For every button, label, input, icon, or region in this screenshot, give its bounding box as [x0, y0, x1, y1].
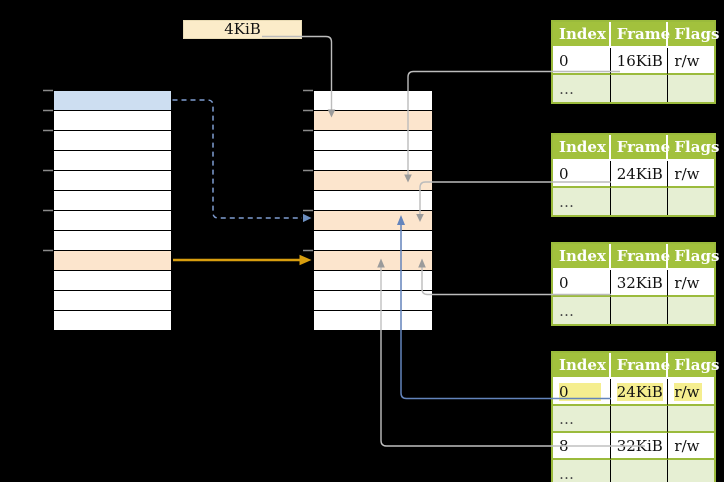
virtual-memory-stack-cell-3 — [53, 150, 172, 171]
table-cell — [610, 297, 669, 324]
virtual-memory-stack — [53, 90, 172, 331]
arrowhead-right-icon — [299, 254, 312, 266]
table-cell: … — [553, 460, 611, 482]
physical-memory-stack-cell-4 — [313, 170, 433, 191]
physical-memory-stack-cell-7 — [313, 230, 433, 251]
table-cell: 0 — [553, 161, 611, 188]
table-cell — [610, 188, 669, 215]
column-header-index: Index — [553, 22, 611, 48]
table-cell: 16KiB — [610, 48, 669, 75]
table-row: … — [553, 460, 714, 482]
table-cell: … — [553, 406, 611, 433]
table-cell: 24KiB — [610, 161, 669, 188]
table-cell: … — [553, 297, 611, 324]
virtual-memory-stack-cell-7 — [53, 230, 172, 251]
virtual-memory-stack-cell-10 — [53, 290, 172, 311]
highlighted-value: r/w — [674, 382, 703, 401]
arrow-virtual-page-to-frame-24kib-dashed — [172, 99, 302, 219]
table-cell — [668, 460, 714, 482]
virtual-memory-stack-cell-6 — [53, 210, 172, 231]
virtual-memory-stack-cell-1 — [53, 110, 172, 131]
highlighted-value: 24KiB — [616, 382, 663, 401]
physical-memory-stack-cell-6 — [313, 210, 433, 231]
column-header-flags: Flags — [668, 353, 719, 379]
table-cell: 32KiB — [610, 270, 669, 297]
table-row: … — [553, 297, 714, 324]
virtual-memory-stack-cell-2 — [53, 130, 172, 151]
table-cell: r/w — [668, 48, 714, 75]
physical-memory-stack-cell-1 — [313, 110, 433, 131]
column-header-frame: Frame — [610, 22, 670, 48]
page-size-label: 4KiB — [183, 20, 302, 39]
physical-memory-stack-cell-0 — [313, 90, 433, 111]
column-header-flags: Flags — [668, 244, 719, 270]
column-header-flags: Flags — [668, 22, 719, 48]
column-header-frame: Frame — [610, 353, 670, 379]
table-cell — [610, 75, 669, 102]
table-cell: 24KiB — [610, 379, 669, 406]
table-cell: … — [553, 75, 611, 102]
column-header-index: Index — [553, 244, 611, 270]
table-cell — [668, 297, 714, 324]
table-cell: r/w — [668, 379, 714, 406]
virtual-memory-stack-cell-9 — [53, 270, 172, 291]
table-row: … — [553, 75, 714, 102]
physical-memory-stack-cell-8 — [313, 250, 433, 271]
table-cell — [668, 75, 714, 102]
table-cell: 0 — [553, 379, 611, 406]
virtual-memory-stack-cell-11 — [53, 310, 172, 331]
physical-memory-stack-cell-10 — [313, 290, 433, 311]
physical-stack-ticks — [303, 89, 313, 252]
table-cell: 0 — [553, 270, 611, 297]
virtual-memory-stack-cell-0 — [53, 90, 172, 111]
highlighted-value: 0 — [559, 382, 601, 401]
table-cell — [610, 406, 669, 433]
column-header-index: Index — [553, 135, 611, 161]
physical-memory-stack-cell-11 — [313, 310, 433, 331]
physical-memory-stack — [313, 90, 433, 331]
column-header-index: Index — [553, 353, 611, 379]
table-cell: r/w — [668, 161, 714, 188]
table-cell — [668, 406, 714, 433]
table-cell: 32KiB — [610, 433, 669, 460]
physical-memory-stack-cell-9 — [313, 270, 433, 291]
column-header-frame: Frame — [610, 244, 670, 270]
column-header-frame: Frame — [610, 135, 670, 161]
virtual-memory-stack-cell-8 — [53, 250, 172, 271]
table-row: 0 24KiB r/w — [553, 379, 714, 406]
virtual-memory-stack-cell-4 — [53, 170, 172, 191]
table-row: … — [553, 188, 714, 215]
column-header-flags: Flags — [668, 135, 719, 161]
table-cell — [610, 460, 669, 482]
table-cell: 8 — [553, 433, 611, 460]
table-cell — [668, 188, 714, 215]
physical-memory-stack-cell-3 — [313, 150, 433, 171]
virtual-stack-ticks — [43, 89, 53, 252]
virtual-memory-stack-cell-5 — [53, 190, 172, 211]
table-row: … — [553, 406, 714, 433]
arrowhead-right-icon — [303, 213, 312, 223]
table-cell: … — [553, 188, 611, 215]
table-cell: 0 — [553, 48, 611, 75]
physical-memory-stack-cell-5 — [313, 190, 433, 211]
physical-memory-stack-cell-2 — [313, 130, 433, 151]
table-cell: r/w — [668, 270, 714, 297]
table-cell: r/w — [668, 433, 714, 460]
